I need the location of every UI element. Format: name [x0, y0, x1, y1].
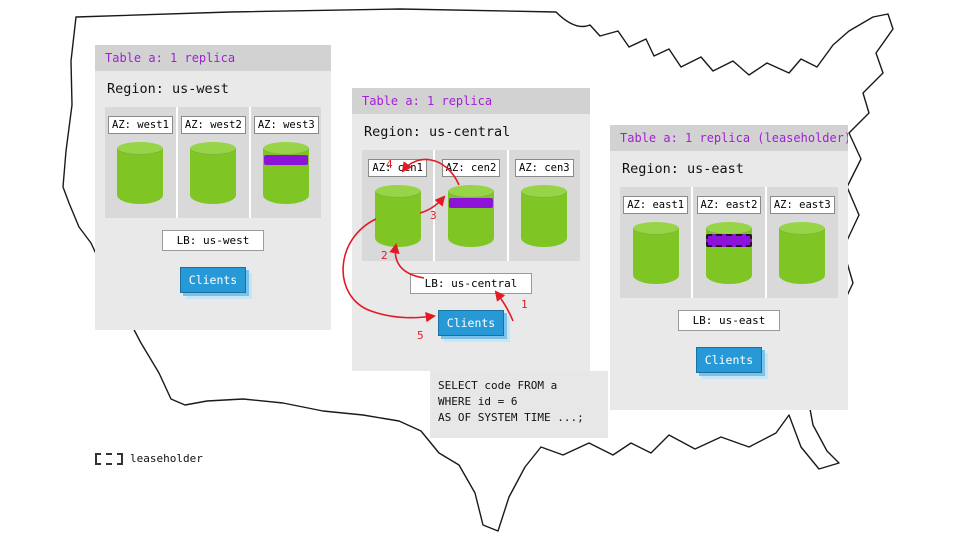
region-title-us-central: Region: us-central — [364, 124, 511, 140]
az-column-west3: AZ: west3 — [248, 107, 322, 218]
az-column-cen2: AZ: cen2 — [433, 150, 506, 261]
az-row-us-west: AZ: west1 AZ: west2 AZ: west3 — [105, 107, 321, 218]
cylinder-body — [521, 191, 568, 247]
cylinder-top — [521, 185, 568, 198]
cylinder-top — [117, 142, 164, 155]
cylinder-body — [374, 191, 421, 247]
legend-leaseholder: leaseholder — [95, 452, 203, 465]
leaseholder-band-east2 — [705, 234, 752, 247]
database-cylinder-east2 — [705, 222, 752, 284]
clients-box-us-central: Clients — [438, 310, 504, 336]
cylinder-top — [632, 222, 679, 235]
leaseholder-swatch-icon — [95, 452, 123, 465]
az-label-cen1: AZ: cen1 — [368, 159, 427, 177]
load-balancer-us-east: LB: us-east — [677, 310, 781, 331]
database-cylinder-east3 — [779, 222, 826, 284]
cylinder-body — [117, 148, 164, 204]
az-label-west1: AZ: west1 — [108, 116, 173, 134]
sql-line-3: AS OF SYSTEM TIME ...; — [438, 410, 584, 424]
region-panel-us-central: Table a: 1 replica Region: us-central AZ… — [352, 88, 590, 371]
table-replica-header-us-east: Table a: 1 replica (leaseholder) — [610, 125, 848, 151]
load-balancer-us-west: LB: us-west — [161, 230, 265, 251]
database-cylinder-cen1 — [374, 185, 421, 247]
sql-query-note: SELECT code FROM a WHERE id = 6 AS OF SY… — [430, 371, 608, 438]
cylinder-body — [632, 228, 679, 284]
sql-line-1: SELECT code FROM a — [438, 379, 558, 392]
az-column-east3: AZ: east3 — [764, 187, 838, 298]
sql-line-2: WHERE id = 6 — [438, 394, 518, 408]
az-row-us-central: AZ: cen1 AZ: cen2 AZ: cen3 — [362, 150, 580, 261]
replica-band-cen2 — [448, 198, 493, 208]
az-row-us-east: AZ: east1 AZ: east2 AZ: east3 — [620, 187, 838, 298]
database-cylinder-west1 — [117, 142, 164, 204]
az-column-cen3: AZ: cen3 — [506, 150, 580, 261]
table-replica-header-us-west: Table a: 1 replica — [95, 45, 331, 71]
clients-box-us-east: Clients — [696, 347, 762, 373]
table-replica-header-us-central: Table a: 1 replica — [352, 88, 590, 114]
az-label-east1: AZ: east1 — [623, 196, 689, 214]
cylinder-top — [190, 142, 237, 155]
cylinder-body — [190, 148, 237, 204]
region-title-us-east: Region: us-east — [622, 161, 744, 177]
cylinder-top — [779, 222, 826, 235]
az-column-east2: AZ: east2 — [691, 187, 764, 298]
cylinder-top — [374, 185, 421, 198]
load-balancer-us-central: LB: us-central — [409, 273, 533, 294]
az-label-west3: AZ: west3 — [253, 116, 319, 134]
az-column-west2: AZ: west2 — [175, 107, 249, 218]
az-label-west2: AZ: west2 — [180, 116, 246, 134]
az-label-east2: AZ: east2 — [696, 196, 762, 214]
cylinder-top — [705, 222, 752, 235]
az-column-east1: AZ: east1 — [620, 187, 691, 298]
cylinder-body — [779, 228, 826, 284]
az-label-cen2: AZ: cen2 — [441, 159, 501, 177]
database-cylinder-east1 — [632, 222, 679, 284]
region-panel-us-east: Table a: 1 replica (leaseholder) Region:… — [610, 125, 848, 410]
az-label-cen3: AZ: cen3 — [515, 159, 574, 177]
az-column-cen1: AZ: cen1 — [362, 150, 433, 261]
database-cylinder-cen3 — [521, 185, 568, 247]
database-cylinder-west2 — [190, 142, 237, 204]
region-title-us-west: Region: us-west — [107, 81, 229, 97]
legend-label: leaseholder — [130, 452, 203, 465]
replica-band-west3 — [264, 155, 309, 165]
database-cylinder-west3 — [263, 142, 310, 204]
az-column-west1: AZ: west1 — [105, 107, 176, 218]
database-cylinder-cen2 — [447, 185, 494, 247]
cylinder-top — [263, 142, 310, 155]
region-panel-us-west: Table a: 1 replica Region: us-west AZ: w… — [95, 45, 331, 330]
cylinder-top — [447, 185, 494, 198]
clients-box-us-west: Clients — [180, 267, 246, 293]
az-label-east3: AZ: east3 — [769, 196, 835, 214]
